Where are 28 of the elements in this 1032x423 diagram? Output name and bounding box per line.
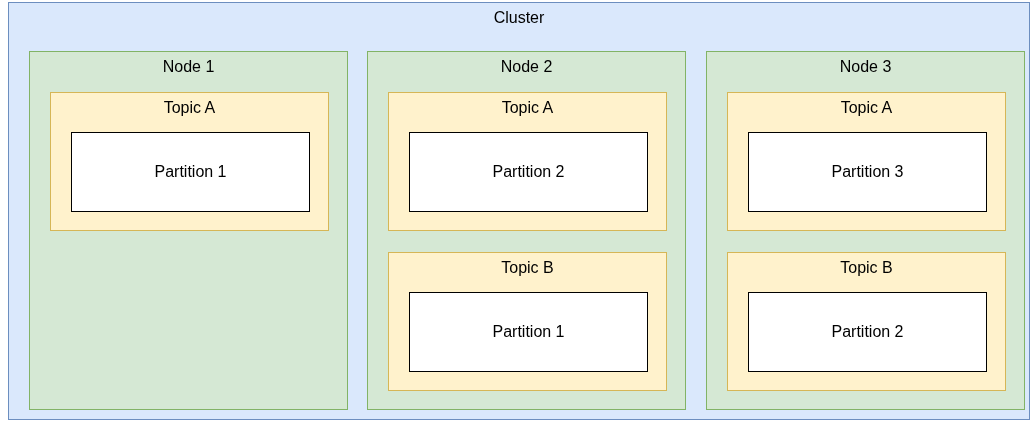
cluster-title: Cluster [493, 8, 545, 28]
partition-box [748, 292, 987, 372]
partition-box [409, 132, 648, 212]
partition-box [71, 132, 310, 212]
topic-box [727, 92, 1006, 231]
topic-box [388, 92, 667, 231]
partition-box [748, 132, 987, 212]
topic-title: Topic A [501, 98, 554, 118]
server-box [29, 51, 348, 410]
partition-label: Partition 2 [492, 162, 565, 182]
node-title: Node 1 [162, 57, 215, 77]
topic-box [388, 252, 667, 391]
topic-box [727, 252, 1006, 391]
topic-title: Topic B [840, 258, 893, 278]
node-title: Node 2 [500, 57, 553, 77]
partition-label: Partition 2 [831, 322, 904, 342]
partition-label: Partition 1 [492, 322, 565, 342]
server-box [706, 51, 1025, 410]
server-box [367, 51, 686, 410]
partition-label: Partition 3 [831, 162, 904, 182]
partition-label: Partition 1 [154, 162, 227, 182]
topic-box [50, 92, 329, 231]
topic-title: Topic A [163, 98, 216, 118]
topic-title: Topic B [501, 258, 554, 278]
cluster-box [8, 2, 1030, 420]
node-title: Node 3 [839, 57, 892, 77]
topic-title: Topic A [840, 98, 893, 118]
partition-box [409, 292, 648, 372]
